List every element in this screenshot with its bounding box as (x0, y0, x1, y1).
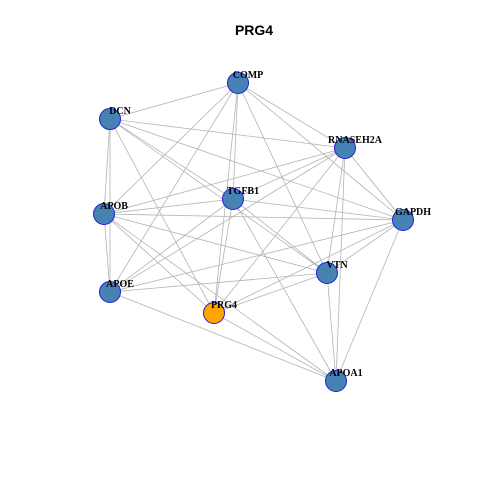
edge-comp-apob (103, 82, 239, 215)
node-circle-apob (93, 203, 115, 225)
edge-rnaseh2a-apoe (109, 147, 346, 293)
edge-rnaseh2a-tgfb1 (232, 147, 346, 200)
edge-rnaseh2a-apob (103, 147, 346, 215)
node-prg4: PRG4 (203, 300, 237, 324)
edge-gapdh-prg4 (213, 219, 404, 314)
edge-rnaseh2a-gapdh (344, 147, 404, 221)
node-label-apoe: APOE (106, 279, 134, 290)
edge-tgfb1-apoe (109, 198, 234, 293)
node-circle-prg4 (203, 302, 225, 324)
node-tgfb1: TGFB1 (222, 186, 259, 210)
edge-vtn-apoe (109, 272, 328, 293)
edge-dcn-rnaseh2a (109, 118, 346, 149)
edge-prg4-apoa1 (213, 312, 337, 382)
edge-apob-vtn (103, 213, 328, 274)
node-circle-vtn (316, 262, 338, 284)
node-gapdh: GAPDH (392, 207, 431, 231)
edge-comp-rnaseh2a (237, 82, 346, 149)
node-rnaseh2a: RNASEH2A (328, 135, 383, 159)
edge-vtn-prg4 (213, 272, 328, 314)
edges-layer (103, 82, 404, 382)
node-comp: COMP (227, 70, 264, 94)
edge-apob-apoa1 (103, 213, 337, 382)
node-dcn: DCN (99, 106, 132, 130)
node-label-rnaseh2a: RNASEH2A (328, 135, 383, 146)
edge-tgfb1-apoa1 (232, 198, 337, 382)
edge-vtn-apoa1 (326, 272, 337, 382)
edge-comp-vtn (237, 82, 328, 274)
edge-comp-dcn (109, 82, 239, 120)
edge-comp-tgfb1 (232, 82, 239, 200)
node-label-apoa1: APOA1 (329, 368, 362, 379)
edge-apob-gapdh (103, 213, 404, 221)
node-circle-comp (227, 72, 249, 94)
node-label-gapdh: GAPDH (395, 207, 431, 218)
edge-tgfb1-gapdh (232, 198, 404, 221)
node-circle-apoe (99, 281, 121, 303)
edge-apob-prg4 (103, 213, 215, 314)
edge-comp-apoe (109, 82, 239, 293)
node-apob: APOB (93, 201, 128, 225)
node-label-apob: APOB (100, 201, 128, 212)
edge-dcn-gapdh (109, 118, 404, 221)
node-label-comp: COMP (233, 70, 264, 81)
node-circle-apoa1 (325, 370, 347, 392)
node-apoe: APOE (99, 279, 134, 303)
edge-apob-apoe (103, 213, 111, 293)
edge-tgfb1-vtn (232, 198, 328, 274)
node-circle-rnaseh2a (334, 137, 356, 159)
edge-comp-gapdh (237, 82, 404, 221)
edge-apoe-apoa1 (109, 291, 337, 382)
node-label-tgfb1: TGFB1 (227, 186, 259, 197)
node-vtn: VTN (316, 260, 348, 284)
node-label-prg4: PRG4 (211, 300, 237, 311)
node-label-dcn: DCN (109, 106, 131, 117)
edge-dcn-apob (103, 118, 111, 215)
edge-gapdh-apoe (109, 219, 404, 293)
graph-title: PRG4 (235, 22, 273, 38)
edge-gapdh-apoa1 (335, 219, 404, 382)
edge-rnaseh2a-vtn (326, 147, 346, 274)
edge-dcn-tgfb1 (109, 118, 234, 200)
edge-tgfb1-apob (103, 198, 234, 215)
edge-gapdh-vtn (326, 219, 404, 274)
node-circle-dcn (99, 108, 121, 130)
edge-rnaseh2a-prg4 (213, 147, 346, 314)
node-circle-tgfb1 (222, 188, 244, 210)
edge-tgfb1-prg4 (213, 198, 234, 314)
node-apoa1: APOA1 (325, 368, 363, 392)
node-circle-gapdh (392, 209, 414, 231)
node-label-vtn: VTN (326, 260, 348, 271)
edge-rnaseh2a-apoa1 (335, 147, 346, 382)
